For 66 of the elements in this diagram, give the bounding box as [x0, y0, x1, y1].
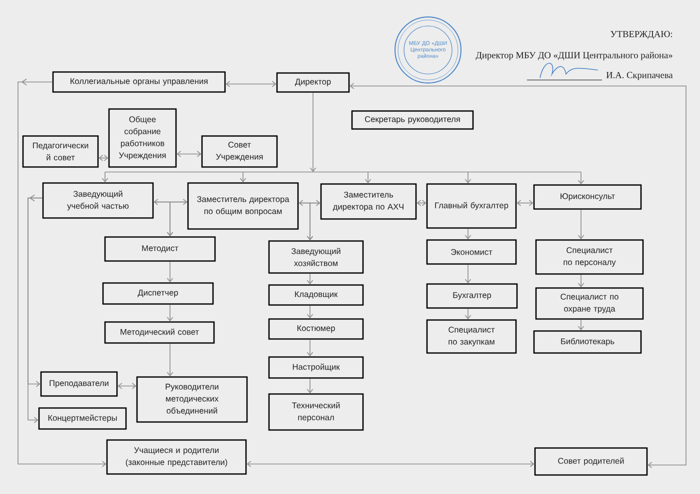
org-unit-box: Педагогически й совет [22, 135, 99, 168]
double-arrow [416, 200, 426, 206]
org-unit-box: Настройщик [268, 356, 364, 379]
arrow [464, 264, 472, 284]
org-unit-box: Преподаватели [40, 371, 118, 397]
arrow [578, 274, 584, 288]
double-arrow [154, 198, 188, 206]
org-unit-box: Специалист по охране труда [535, 287, 644, 320]
org-unit-box: Технический персонал [268, 393, 364, 431]
org-unit-box: Кладовщик [268, 284, 364, 306]
approval-heading: УТВЕРЖДАЮ: [610, 30, 672, 40]
arrow [306, 202, 321, 240]
org-unit-box: Диспетчер [102, 282, 214, 305]
org-unit-box: Костюмер [268, 318, 364, 340]
arrow [28, 198, 43, 424]
org-unit-box: Бухгалтер [426, 283, 518, 309]
org-unit-box: Заведующий учебной частью [42, 182, 154, 219]
org-unit-box: Заместитель директора по АХЧ [320, 183, 417, 220]
arrow [240, 172, 246, 182]
org-unit-box: Главный бухгалтер [426, 183, 517, 229]
double-arrow [176, 150, 202, 158]
org-unit-box: Юрисконсульт [533, 184, 642, 210]
double-arrow [516, 200, 534, 206]
org-unit-box: Общее собрание работников Учреждения [108, 108, 177, 168]
org-unit-box: Заместитель директора по общим вопросам [187, 182, 299, 230]
arrow [578, 319, 584, 330]
org-unit-box: Библиотекарь [533, 330, 642, 354]
org-unit-box: Концертмейстеры [38, 407, 127, 430]
org-unit-box: Методист [104, 236, 216, 262]
arrow [578, 209, 584, 240]
org-unit-box: Совет родителей [534, 447, 648, 476]
arrow [102, 172, 108, 182]
arrow [166, 304, 174, 322]
org-unit-box: Заведующий хозяйством [268, 240, 364, 274]
org-unit-box: Экономист [426, 239, 517, 265]
double-arrow [350, 82, 686, 468]
arrow [18, 82, 106, 468]
arrow [306, 273, 314, 284]
double-arrow [226, 80, 276, 88]
arrow [166, 202, 188, 236]
arrow [166, 343, 174, 376]
approval-text: Директор МБУ ДО «ДШИ Центрального района» [476, 52, 672, 60]
org-unit-box: Коллегиальные органы управления [52, 71, 226, 93]
org-unit-box: Методический совет [104, 321, 215, 344]
double-arrow [246, 460, 534, 468]
arrow [464, 228, 472, 240]
arrow [310, 92, 316, 172]
arrow [464, 308, 472, 320]
double-arrow [98, 154, 108, 162]
signatory-name: И.А. Скрипачева [606, 72, 673, 80]
org-unit-box: Совет Учреждения [201, 135, 278, 168]
org-unit-box: Руководители методических объединений [136, 376, 248, 423]
arrow [464, 172, 472, 184]
double-arrow [118, 382, 136, 390]
org-unit-box: Специалист по персоналу [535, 239, 644, 275]
org-unit-box: Секретарь руководителя [351, 110, 474, 130]
org-unit-box: Директор [276, 72, 350, 93]
org-unit-box: Учащиеся и родители (законные представители) [106, 439, 247, 475]
arrow [306, 378, 314, 394]
org-unit-box: Специалист по закупкам [426, 319, 517, 354]
arrow [364, 172, 372, 184]
double-arrow [298, 200, 320, 206]
arrow [306, 339, 314, 356]
arrow [166, 261, 174, 282]
arrow [578, 172, 584, 184]
arrow [306, 305, 314, 318]
